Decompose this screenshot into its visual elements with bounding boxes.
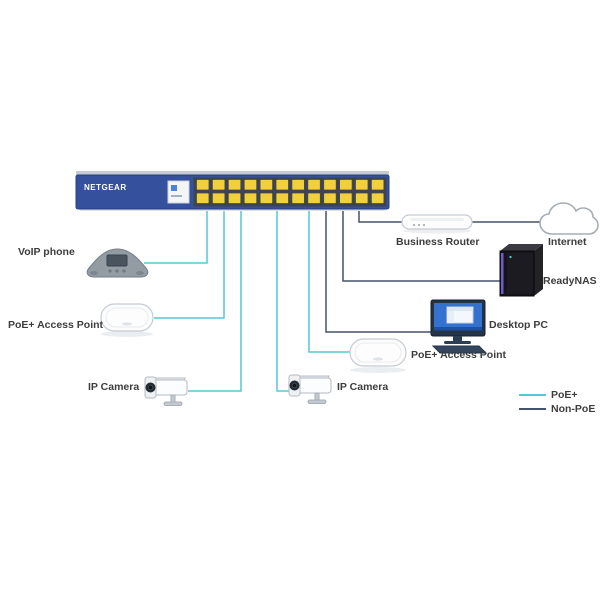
phone-key — [122, 269, 126, 273]
switch-shadow — [80, 209, 385, 211]
label-desktop-pc: Desktop PC — [489, 319, 548, 331]
internet-cloud-icon — [539, 202, 599, 235]
poe-links — [144, 209, 351, 392]
label-business-router: Business Router — [396, 236, 480, 248]
monitor-base — [444, 341, 471, 344]
monitor-stand — [453, 336, 462, 341]
ap-body — [349, 338, 407, 367]
label-ip-camera-left: IP Camera — [88, 381, 140, 393]
link-business-router — [358, 209, 403, 223]
switch-port — [339, 179, 353, 191]
switch-port — [370, 192, 385, 204]
ap-body — [100, 303, 154, 332]
switch-port — [243, 192, 258, 204]
nas-accent-glow — [501, 253, 504, 294]
switch-port — [355, 179, 369, 191]
switch-port — [307, 179, 321, 191]
switch-port — [211, 179, 226, 191]
readynas-device — [499, 244, 543, 297]
desktop-pc-device — [430, 299, 488, 354]
poe-link-camera-left — [188, 209, 242, 392]
access-point-right-device — [349, 338, 407, 373]
ap-inner-ring — [354, 342, 402, 363]
phone-speaker-left — [90, 271, 98, 275]
access-point-left-device — [100, 303, 154, 337]
ip-camera-left-device — [144, 376, 188, 406]
non-poe-links — [325, 209, 545, 333]
switch-front-sticker — [167, 180, 190, 204]
phone-key — [108, 269, 112, 273]
router-vent — [410, 218, 464, 221]
poe-switch-device: NETGEAR — [75, 171, 390, 211]
keyboard — [431, 345, 488, 354]
switch-port-block — [193, 177, 387, 207]
poe-link-camera-right — [276, 209, 292, 392]
switch-port — [355, 192, 369, 204]
ap-inner-ring — [105, 307, 149, 328]
switch-port — [211, 192, 226, 204]
label-poe-ap-left: PoE+ Access Point — [8, 319, 104, 331]
router-led — [418, 224, 420, 226]
ip-camera-right-device — [288, 374, 332, 404]
nas-status-led — [509, 255, 512, 259]
switch-top-face — [76, 171, 389, 176]
switch-port — [323, 192, 337, 204]
phone-screen — [106, 254, 128, 267]
screen-window-titlebar — [447, 307, 473, 311]
switch-port — [339, 192, 353, 204]
switch-port — [227, 192, 242, 204]
label-poe-ap-right: PoE+ Access Point — [411, 349, 507, 361]
legend-poe-label: PoE+ — [551, 389, 578, 401]
legend — [519, 394, 546, 410]
switch-port — [275, 192, 289, 204]
switch-port — [259, 179, 274, 191]
switch-port — [196, 179, 210, 191]
switch-port — [291, 179, 305, 191]
switch-port — [307, 192, 321, 204]
switch-port — [323, 179, 337, 191]
ap-shadow — [350, 367, 406, 373]
nas-door — [507, 253, 533, 294]
poe-link-ap-left — [154, 209, 225, 319]
voip-phone-device — [86, 248, 149, 278]
switch-brand-label: NETGEAR — [84, 183, 127, 192]
ap-slot — [373, 357, 383, 361]
switch-port — [291, 192, 305, 204]
link-readynas — [342, 209, 501, 282]
label-voip-phone: VoIP phone — [18, 246, 75, 258]
cloud-outline — [539, 202, 599, 235]
poe-link-voip-phone — [144, 209, 208, 264]
screen-window-sidebar — [447, 311, 454, 323]
switch-port — [243, 179, 258, 191]
switch-port — [227, 179, 242, 191]
phone-speaker-right — [136, 271, 144, 275]
label-internet: Internet — [548, 236, 587, 248]
router-led — [413, 224, 415, 226]
sticker-text-line — [171, 195, 182, 197]
router-shadow — [403, 228, 471, 234]
switch-port — [370, 179, 385, 191]
business-router-device — [401, 214, 473, 234]
nas-side-face — [534, 244, 543, 296]
switch-port — [275, 179, 289, 191]
label-ip-camera-right: IP Camera — [337, 381, 389, 393]
legend-non-poe-label: Non-PoE — [551, 403, 596, 415]
poe-link-ap-right — [308, 209, 351, 353]
switch-ports — [196, 179, 385, 204]
ap-slot — [122, 322, 132, 326]
switch-port — [196, 192, 210, 204]
sticker-logo-mark — [171, 185, 177, 191]
phone-key — [115, 269, 119, 273]
nas-top-face — [500, 244, 543, 251]
screen-taskbar — [434, 327, 482, 331]
label-readynas: ReadyNAS — [543, 275, 597, 287]
switch-port — [259, 192, 274, 204]
router-led — [423, 224, 425, 226]
router-body — [401, 214, 473, 230]
ap-shadow — [101, 331, 153, 337]
link-desktop-pc — [325, 209, 432, 333]
